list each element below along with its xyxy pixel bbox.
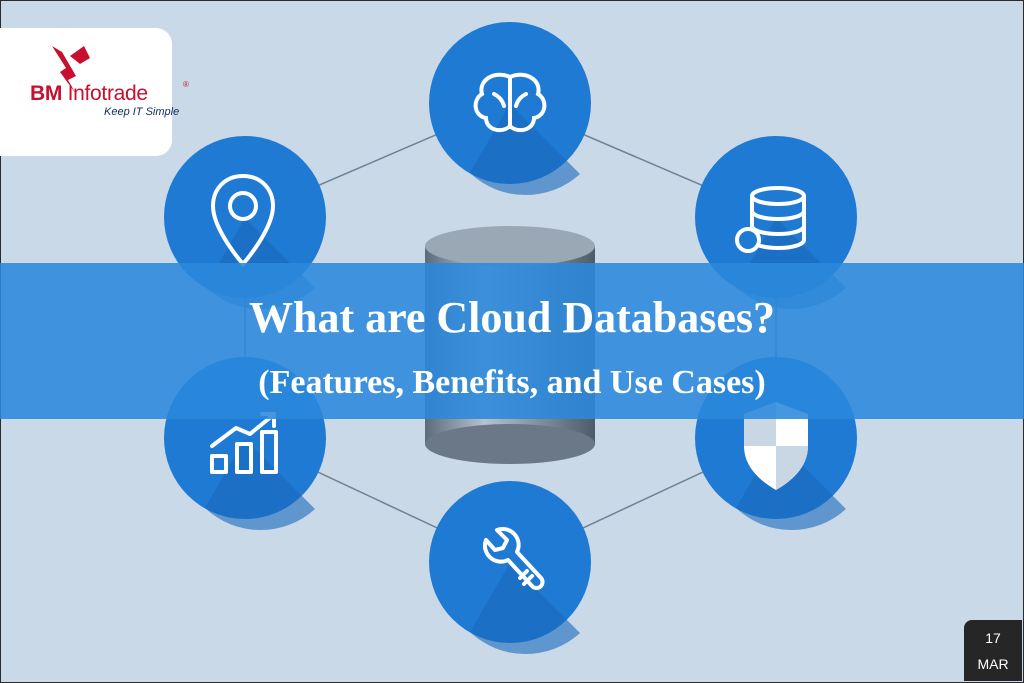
date-badge: 17 MAR: [964, 620, 1022, 681]
wrench-icon: [482, 526, 545, 590]
logo-mark: [52, 46, 90, 94]
page-subtitle: (Features, Benefits, and Use Cases): [258, 364, 766, 401]
brand-logo: [0, 28, 172, 156]
page-title: What are Cloud Databases?: [248, 293, 775, 342]
title-banner: [0, 263, 1024, 419]
brain-icon: [473, 72, 547, 133]
brand-tagline: Keep IT Simple: [104, 106, 180, 118]
registered-mark: ®: [183, 80, 189, 89]
brain-circle: [429, 22, 591, 196]
wrench-circle: [429, 481, 591, 655]
growth-chart-icon: [210, 412, 278, 474]
date-day: 17: [985, 630, 1001, 646]
brand-name: BM Infotrade: [30, 82, 148, 105]
date-month: MAR: [977, 656, 1009, 672]
database-sync-icon: [735, 186, 806, 253]
